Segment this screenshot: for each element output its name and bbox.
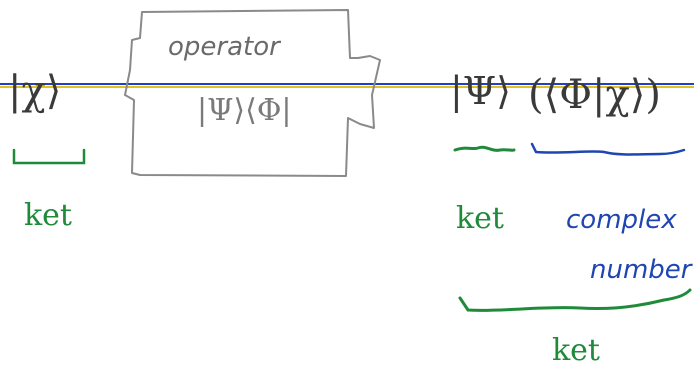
- ket-psi: |Ψ⟩: [450, 69, 511, 113]
- ket-chi-label: ket: [24, 198, 72, 233]
- ket-psi-label: ket: [456, 201, 504, 236]
- ket-chi: |χ⟩: [8, 68, 61, 114]
- result-brace: [458, 288, 692, 312]
- inner-product-term: (⟨Φ|χ⟩): [528, 72, 661, 118]
- operator-expression: |Ψ⟩⟨Φ|: [197, 93, 292, 128]
- number-label: number: [590, 255, 694, 285]
- ket-psi-underline: [453, 145, 516, 152]
- ket-chi-underbracket: [12, 148, 86, 165]
- operator-box: [124, 9, 381, 177]
- operator-title: operator: [168, 32, 282, 62]
- inner-product-brace: [530, 142, 686, 156]
- complex-label: complex: [566, 205, 677, 235]
- result-label: ket: [552, 333, 600, 368]
